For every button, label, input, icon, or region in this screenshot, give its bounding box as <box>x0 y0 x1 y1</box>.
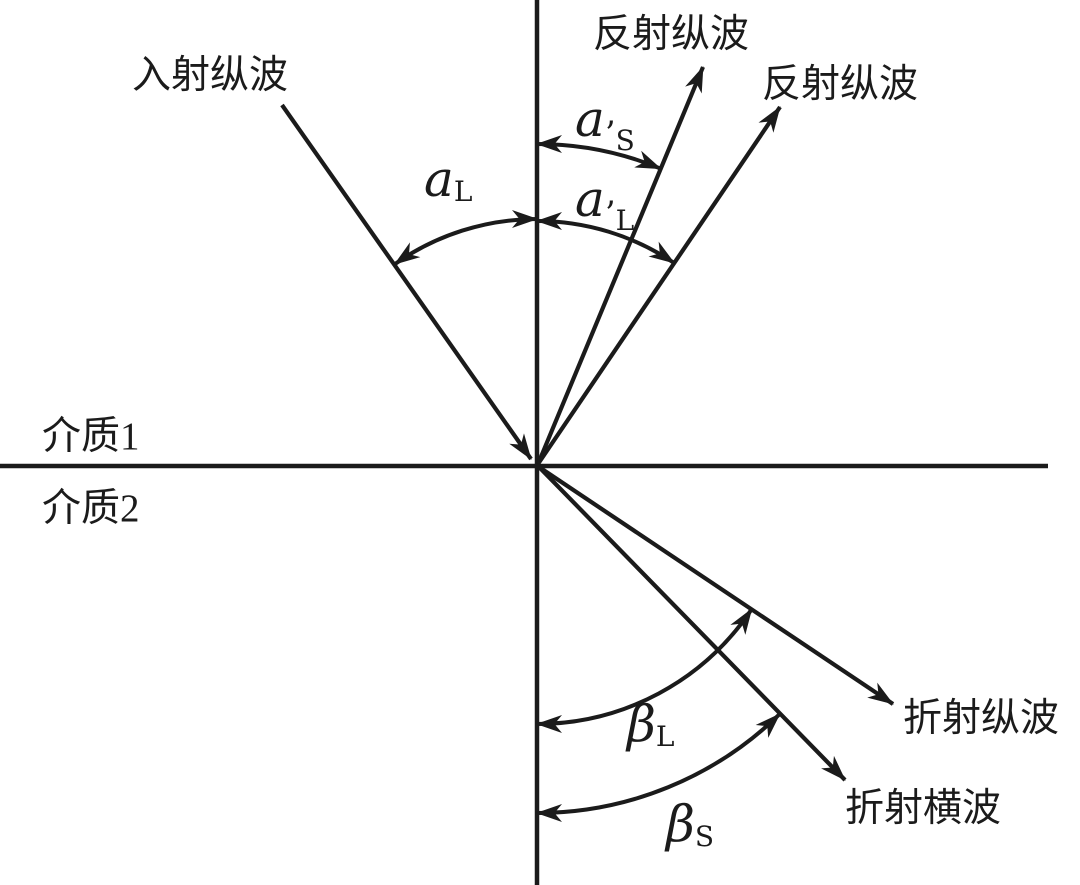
reflected-wave-outer-arrow <box>536 105 782 466</box>
angle-arc-aL <box>393 210 538 266</box>
angle-arc-apL <box>536 212 676 265</box>
label-incident-wave: 入射纵波 <box>132 54 288 97</box>
angle-arc-apS <box>536 134 662 171</box>
label-reflected-wave-inner: 反射纵波 <box>593 13 749 56</box>
label-angle-bL: βL <box>625 695 675 753</box>
incident-wave-arrow <box>280 103 533 461</box>
label-refracted-transverse: 折射横波 <box>845 787 1001 830</box>
label-medium-2: 介质2 <box>42 487 140 530</box>
label-angle-bS: βS <box>664 795 714 853</box>
label-angle-apS: a’S <box>575 90 635 157</box>
refracted-transverse-arrow <box>537 465 847 782</box>
angle-arc-bS <box>536 712 782 822</box>
label-medium-1: 介质1 <box>42 415 140 458</box>
reflected-wave-inner-arrow <box>536 66 705 465</box>
label-refracted-longitudinal: 折射纵波 <box>903 697 1059 740</box>
refracted-longitudinal-arrow <box>537 465 895 706</box>
label-reflected-wave-outer: 反射纵波 <box>762 63 918 106</box>
label-angle-aL: aL <box>424 150 472 208</box>
label-angle-apL: a’L <box>575 170 634 237</box>
